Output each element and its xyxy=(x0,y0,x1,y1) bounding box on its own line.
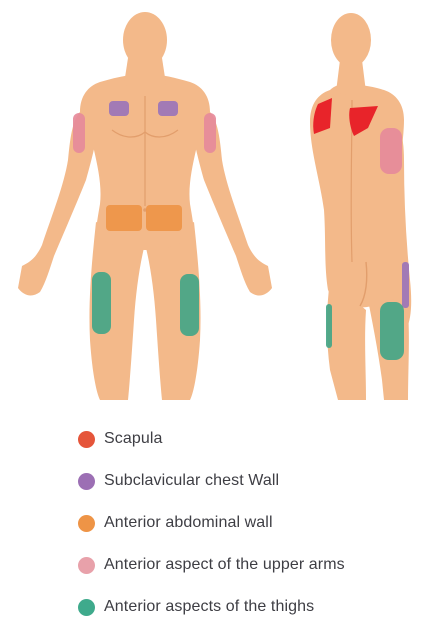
back-thigh-right xyxy=(380,302,404,360)
back-upper-arm xyxy=(380,128,402,174)
legend-swatch-subclavicular xyxy=(78,473,95,490)
legend-item-scapula: Scapula xyxy=(78,418,428,460)
front-body xyxy=(18,12,272,400)
legend-item-upper-arms: Anterior aspect of the upper arms xyxy=(78,544,428,586)
front-subclavicular-left xyxy=(109,101,129,116)
front-abdominal-left xyxy=(106,205,142,231)
back-head xyxy=(331,13,371,67)
front-subclavicular-right xyxy=(158,101,178,116)
legend-swatch-upper-arms xyxy=(78,557,95,574)
legend-label-scapula: Scapula xyxy=(104,430,163,448)
anatomy-figure xyxy=(0,0,440,400)
front-upper-arm-right xyxy=(204,113,216,153)
legend-item-subclavicular: Subclavicular chest Wall xyxy=(78,460,428,502)
front-upper-arm-left xyxy=(73,113,85,153)
front-thigh-right xyxy=(180,274,199,336)
front-head xyxy=(123,12,167,68)
legend-item-abdominal: Anterior abdominal wall xyxy=(78,502,428,544)
legend-label-subclavicular: Subclavicular chest Wall xyxy=(104,472,279,490)
legend-swatch-abdominal xyxy=(78,515,95,532)
legend-label-thighs: Anterior aspects of the thighs xyxy=(104,598,314,616)
back-thigh-front-edge xyxy=(402,262,409,308)
legend-label-upper-arms: Anterior aspect of the upper arms xyxy=(104,556,345,574)
back-body xyxy=(310,13,411,400)
back-thigh-left xyxy=(326,304,332,348)
front-abdominal-right xyxy=(146,205,182,231)
front-thigh-left xyxy=(92,272,111,334)
legend-swatch-thighs xyxy=(78,599,95,616)
legend: Scapula Subclavicular chest Wall Anterio… xyxy=(78,418,428,628)
legend-item-thighs: Anterior aspects of the thighs xyxy=(78,586,428,628)
legend-swatch-scapula xyxy=(78,431,95,448)
legend-label-abdominal: Anterior abdominal wall xyxy=(104,514,273,532)
